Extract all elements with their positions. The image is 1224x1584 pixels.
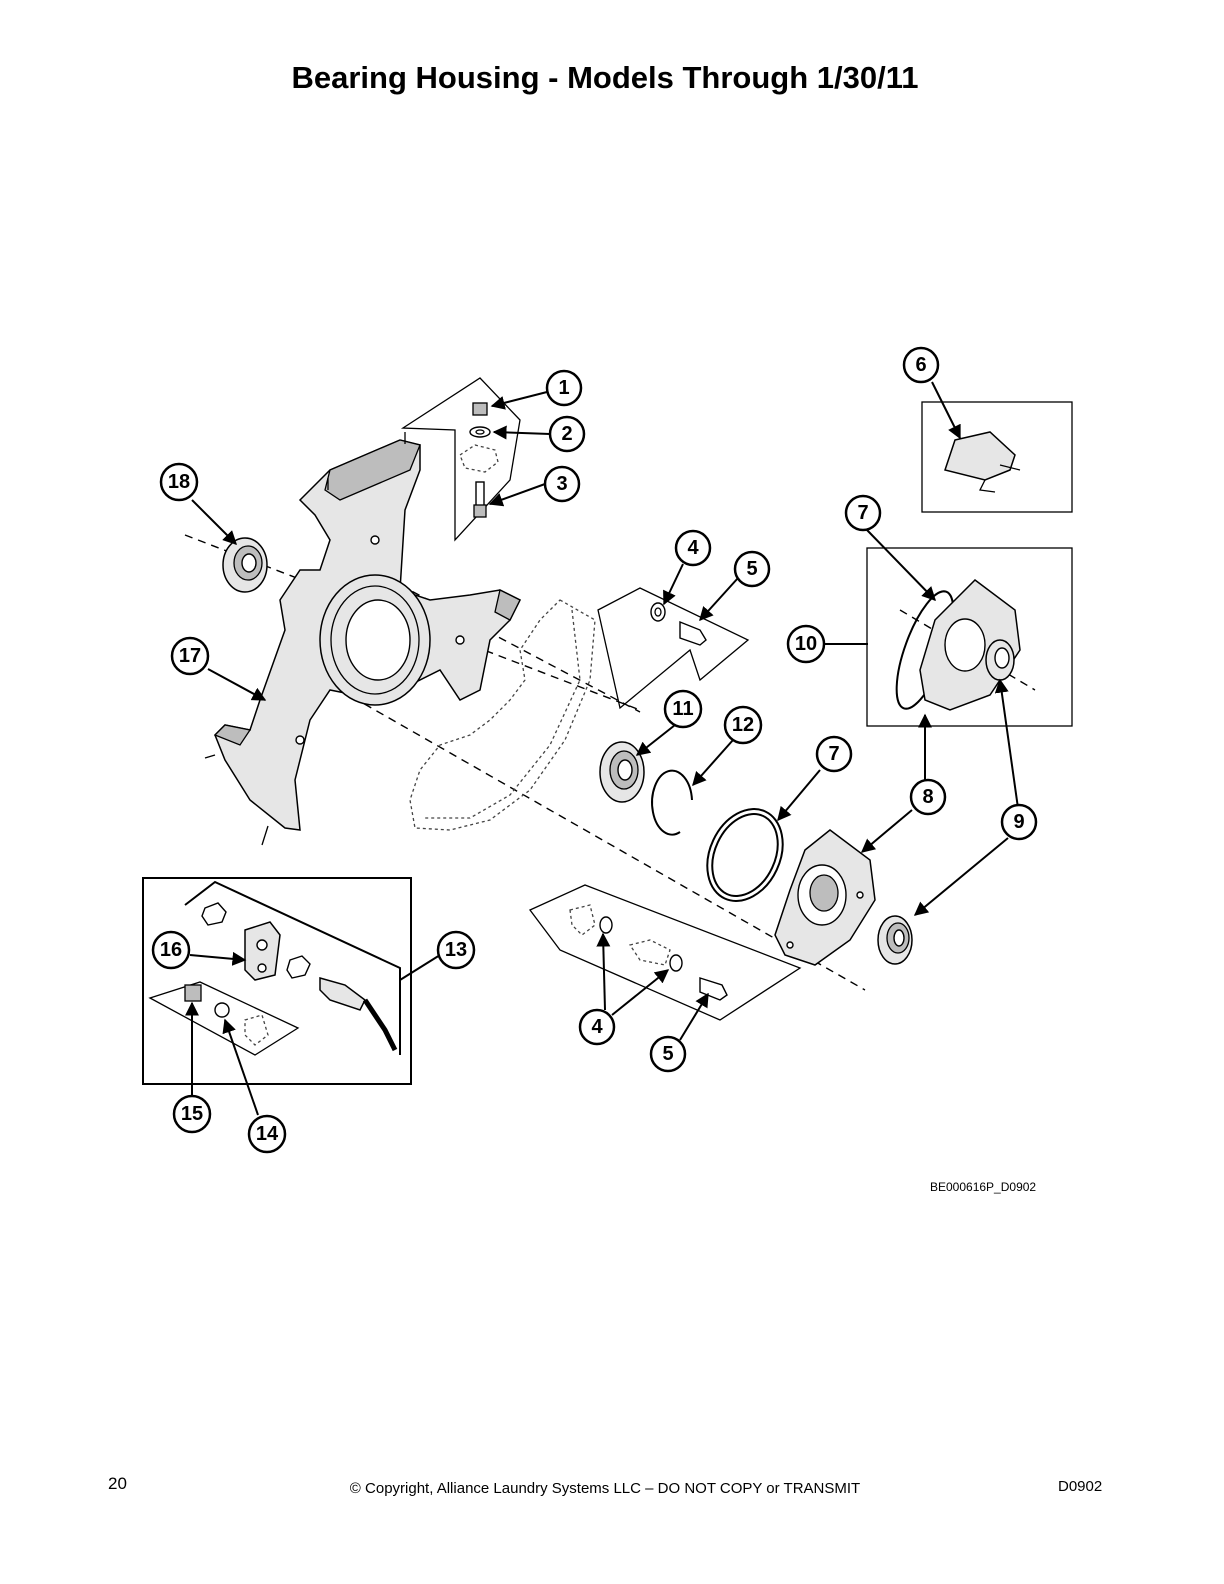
svg-text:18: 18 [168, 471, 190, 493]
svg-text:14: 14 [256, 1123, 279, 1145]
shroud-outline [409, 599, 596, 831]
callout-16: 16 [151, 930, 191, 970]
page-title: Bearing Housing - Models Through 1/30/11 [291, 60, 919, 95]
svg-text:17: 17 [179, 645, 201, 667]
svg-text:2: 2 [561, 423, 572, 445]
callout-3: 3 [543, 465, 581, 503]
svg-text:11: 11 [672, 698, 693, 720]
inset-bracket-6 [921, 401, 1073, 513]
svg-text:8: 8 [922, 786, 933, 808]
inset-assembly-10 [866, 547, 1073, 727]
callouts: 1 2 3 4 5 6 7 10 11 12 7 8 9 18 17 16 13… [151, 346, 1038, 1154]
page-number: 20 [108, 1474, 127, 1493]
callout-5-upper: 5 [733, 550, 771, 588]
callout-18: 18 [159, 462, 199, 502]
svg-text:12: 12 [732, 714, 754, 736]
inset-sensor-assembly [142, 877, 412, 1085]
callout-17: 17 [170, 636, 210, 676]
callout-1: 1 [545, 369, 583, 407]
bearing-cover-8 [774, 829, 876, 966]
drawing-code: BE000616P_D0902 [930, 1180, 1037, 1194]
callout-14: 14 [247, 1114, 287, 1154]
callout-7-inset: 7 [844, 494, 882, 532]
bearing-housing-spider [204, 432, 522, 846]
bearing-11 [599, 741, 645, 803]
callout-4-upper: 4 [674, 529, 712, 567]
bearing-18 [222, 537, 268, 593]
svg-text:7: 7 [857, 502, 868, 524]
svg-text:10: 10 [795, 633, 817, 655]
callout-4-lower: 4 [578, 1008, 616, 1046]
callout-5-lower: 5 [649, 1035, 687, 1073]
document-code: D0902 [1058, 1478, 1103, 1495]
hardware-panel-top [400, 377, 521, 542]
hardware-panel-lower [528, 884, 802, 1021]
svg-text:5: 5 [746, 558, 757, 580]
svg-text:4: 4 [687, 537, 699, 559]
svg-text:3: 3 [556, 473, 567, 495]
svg-text:15: 15 [181, 1103, 203, 1125]
hardware-panel-4-5 [597, 587, 750, 710]
svg-text:9: 9 [1013, 811, 1024, 833]
callout-11: 11 [663, 689, 703, 729]
callout-12: 12 [723, 705, 763, 745]
callout-10: 10 [786, 624, 826, 664]
o-ring-7 [706, 808, 784, 902]
svg-text:1: 1 [558, 377, 569, 399]
svg-text:13: 13 [445, 939, 467, 961]
callout-8: 8 [909, 778, 947, 816]
callout-6: 6 [902, 346, 940, 384]
svg-text:16: 16 [160, 939, 182, 961]
svg-text:5: 5 [662, 1043, 673, 1065]
svg-text:6: 6 [915, 354, 926, 376]
callout-2: 2 [548, 415, 586, 453]
callout-7: 7 [815, 735, 853, 773]
callout-13: 13 [436, 930, 476, 970]
copyright-notice: © Copyright, Alliance Laundry Systems LL… [349, 1480, 861, 1497]
svg-text:4: 4 [591, 1016, 603, 1038]
leader-lines [185, 381, 1019, 1116]
svg-text:7: 7 [828, 743, 839, 765]
callout-9: 9 [1000, 803, 1038, 841]
retaining-ring-12 [651, 769, 693, 836]
callout-15: 15 [172, 1094, 212, 1134]
shaft-seal-9 [877, 915, 913, 965]
